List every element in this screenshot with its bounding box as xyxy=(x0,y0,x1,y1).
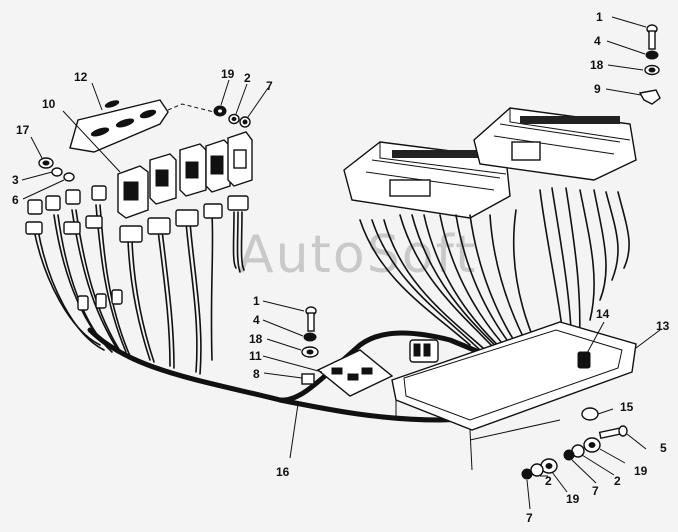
callout-19-lower-a: 19 xyxy=(634,464,648,478)
nut-7-lower-b xyxy=(521,468,533,480)
washer-19-lower-a xyxy=(583,437,601,453)
nut-15 xyxy=(581,407,599,421)
washer-18-middle xyxy=(301,346,319,358)
connector-center xyxy=(409,339,439,363)
callout-3: 3 xyxy=(12,173,19,187)
nut-7-top xyxy=(239,116,251,128)
clamp-8 xyxy=(301,373,315,385)
grommet-14 xyxy=(577,351,591,369)
washer-3 xyxy=(51,167,63,177)
callout-2-lower-a: 2 xyxy=(614,474,621,488)
callout-18-top: 18 xyxy=(590,58,604,72)
callout-13: 13 xyxy=(656,319,670,333)
relay-10 xyxy=(117,165,149,219)
bracket-12 xyxy=(69,99,215,153)
bolt-5 xyxy=(598,425,628,440)
callout-5: 5 xyxy=(660,441,667,455)
washer-2-lower-b xyxy=(530,463,544,477)
callout-2-top: 2 xyxy=(244,71,251,85)
bolt-1-top xyxy=(646,24,658,50)
callout-9: 9 xyxy=(594,82,601,96)
callout-7-lower-b: 7 xyxy=(526,511,533,525)
washer-4-top xyxy=(645,50,659,60)
callout-7-top: 7 xyxy=(266,79,273,93)
callout-6: 6 xyxy=(12,193,19,207)
callout-15: 15 xyxy=(620,400,634,414)
bolt-1-middle xyxy=(305,306,317,332)
washer-19-top xyxy=(213,105,227,117)
callout-7-lower-a: 7 xyxy=(592,484,599,498)
nut-7-lower-a xyxy=(563,449,575,461)
clip-9 xyxy=(638,89,661,105)
relay-block xyxy=(149,131,253,205)
callout-1-middle: 1 xyxy=(253,294,260,308)
callout-2-lower-b: 2 xyxy=(545,474,552,488)
callout-1-top: 1 xyxy=(596,10,603,24)
washer-2-top xyxy=(228,113,240,125)
fuse-block-right xyxy=(473,107,637,181)
washer-4-middle xyxy=(303,332,317,342)
callout-12: 12 xyxy=(74,70,88,84)
callout-4-middle: 4 xyxy=(253,313,260,327)
callout-14: 14 xyxy=(596,307,610,321)
connector-group-left xyxy=(25,185,249,311)
callout-4-top: 4 xyxy=(594,34,601,48)
watermark: AutoSoft xyxy=(238,225,477,285)
fuse-block-left xyxy=(343,141,511,219)
callout-17: 17 xyxy=(16,123,30,137)
washer-18-top xyxy=(644,64,660,76)
callout-16: 16 xyxy=(276,465,290,479)
mounting-plate-13 xyxy=(391,321,637,471)
grommet-17 xyxy=(38,157,54,169)
bracket-11 xyxy=(316,349,394,397)
callout-19-lower-b: 19 xyxy=(566,492,580,506)
callout-19-top: 19 xyxy=(221,67,235,81)
callout-8: 8 xyxy=(253,367,260,381)
callout-10: 10 xyxy=(42,97,56,111)
callout-11: 11 xyxy=(249,349,262,363)
callout-18-middle: 18 xyxy=(249,332,263,346)
nut-6 xyxy=(63,172,75,182)
